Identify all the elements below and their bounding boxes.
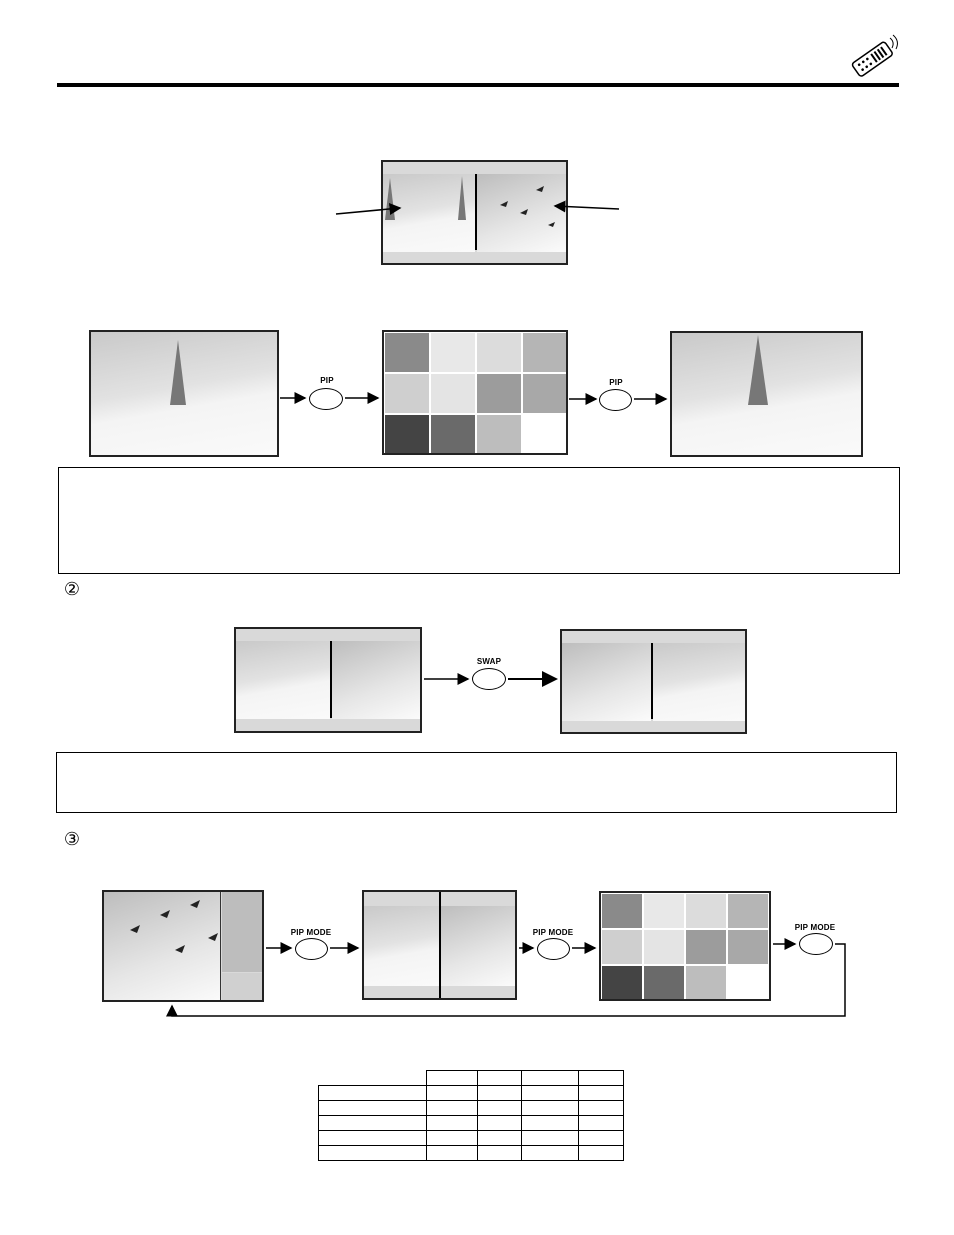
pip-mode-split (362, 890, 517, 1000)
header-rule (57, 83, 899, 87)
pip-mode-button-label-3: PIP MODE (794, 923, 836, 932)
table-cell (425, 1130, 478, 1146)
table-row (318, 1100, 624, 1116)
table-cell (577, 1130, 624, 1146)
row-label (318, 1130, 427, 1146)
pip-button-label-2: PIP (609, 378, 623, 387)
table-header-cell (520, 1070, 579, 1086)
table-header-cell (577, 1070, 624, 1086)
pip-mode-multi (599, 891, 771, 1001)
table-cell (476, 1145, 522, 1161)
table-cell (476, 1130, 522, 1146)
table-header-cell (425, 1070, 478, 1086)
pip-mode-button-label-1: PIP MODE (290, 928, 332, 937)
step-3-marker: ③ (63, 829, 81, 849)
row-label (318, 1115, 427, 1131)
pip-mode-button-label-2: PIP MODE (532, 928, 574, 937)
pip-button-label-1: PIP (320, 376, 334, 385)
pip-button-1[interactable] (309, 388, 343, 410)
table-cell (577, 1115, 624, 1131)
table-cell (520, 1115, 579, 1131)
main-picture-after (670, 331, 863, 457)
table-cell (425, 1100, 478, 1116)
table-cell (577, 1145, 624, 1161)
table-cell (520, 1085, 579, 1101)
split-screen-example (381, 160, 568, 265)
note-box-2 (56, 752, 897, 813)
multi-picture-grid (382, 330, 568, 455)
pip-mode-table (318, 1070, 624, 1161)
table-cell (577, 1085, 624, 1101)
split-after-swap (560, 629, 747, 734)
table-cell (520, 1145, 579, 1161)
note-box-1 (58, 467, 900, 574)
table-cell (425, 1085, 478, 1101)
table-cell (520, 1130, 579, 1146)
split-before-swap (234, 627, 422, 733)
table-cell (476, 1085, 522, 1101)
pip-mode-button-3[interactable] (799, 933, 833, 955)
table-cell (476, 1100, 522, 1116)
table-header-cell (476, 1070, 522, 1086)
table-cell (577, 1100, 624, 1116)
pip-mode-button-1[interactable] (295, 938, 328, 960)
table-cell (520, 1100, 579, 1116)
table-header-row (319, 1070, 624, 1086)
pip-mode-button-2[interactable] (537, 938, 570, 960)
row-label (318, 1085, 427, 1101)
table-row (318, 1115, 624, 1131)
swap-button-label: SWAP (476, 657, 502, 666)
table-row (318, 1130, 624, 1146)
remote-control-icon (851, 34, 898, 77)
row-label (318, 1145, 427, 1161)
step-2-marker: ② (63, 579, 81, 599)
pip-button-2[interactable] (599, 389, 632, 411)
table-cell (476, 1115, 522, 1131)
swap-button[interactable] (472, 668, 506, 690)
table-cell (425, 1145, 478, 1161)
table-row (318, 1145, 624, 1161)
table-row (318, 1085, 624, 1101)
row-label (318, 1100, 427, 1116)
table-cell (425, 1115, 478, 1131)
